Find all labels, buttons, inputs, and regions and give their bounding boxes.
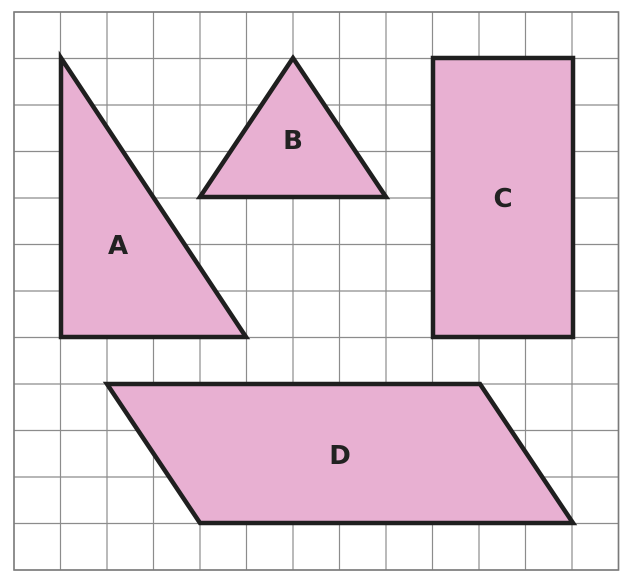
shape-b-label: B: [283, 126, 303, 156]
shape-d-parallelogram: [102, 381, 578, 526]
grid-border: [13, 11, 620, 571]
shape-c-rectangle: [430, 55, 576, 340]
shape-d-label: D: [329, 441, 351, 471]
shape-a-right-triangle: [58, 50, 251, 340]
shape-c-label: C: [493, 184, 512, 214]
shape-b-triangle: [195, 53, 391, 200]
shape-a-label: A: [108, 231, 128, 261]
